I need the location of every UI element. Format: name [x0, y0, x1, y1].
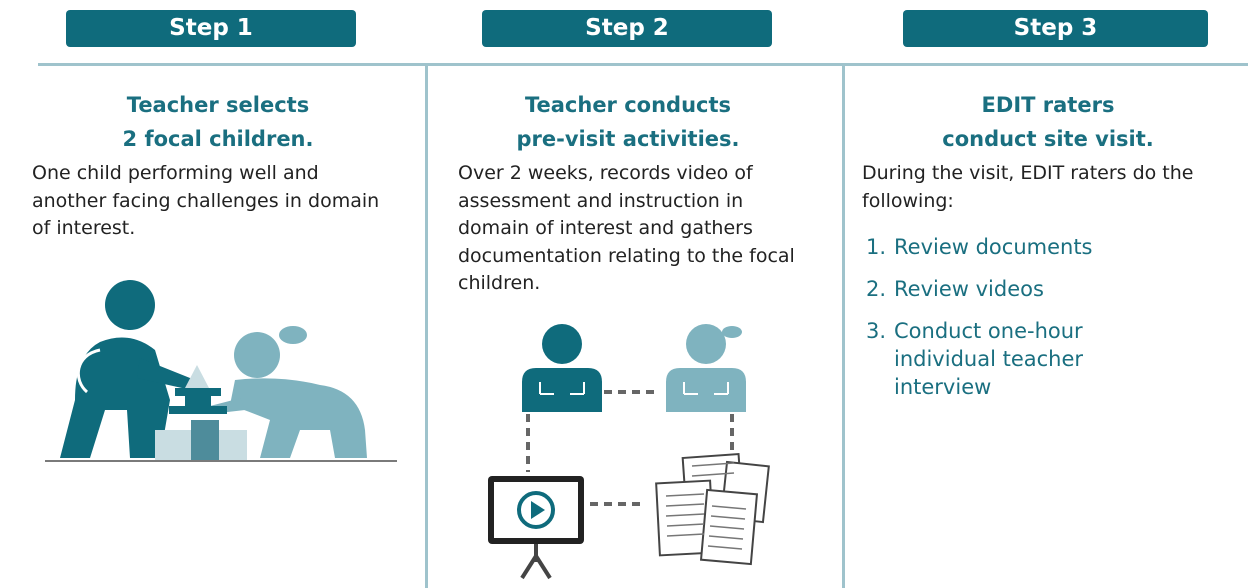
list-item-number: 2.	[866, 277, 887, 301]
column-divider-1	[425, 64, 428, 588]
site-visit-list: 1. Review documents 2. Review videos 3. Con…	[866, 233, 1244, 401]
step-2-column: Teacher conducts pre-visit activities. O…	[458, 88, 818, 298]
step-1-description: One child performing well and another fa…	[32, 162, 380, 239]
step-2-description: Over 2 weeks, records video of assessmen…	[458, 162, 795, 294]
list-item: 3. Conduct one-hour individual teacher in…	[866, 317, 1126, 401]
documents-icon	[590, 453, 770, 566]
list-item-text: Conduct one-hour individual teacher inte…	[894, 319, 1084, 399]
list-item: 2. Review videos	[866, 275, 1244, 303]
list-item: 1. Review documents	[866, 233, 1244, 261]
step-3-column: EDIT raters conduct site visit. During t…	[862, 88, 1244, 415]
children-playing-blocks-icon	[45, 280, 397, 462]
list-item-number: 3.	[866, 319, 887, 343]
step-1-heading: Teacher selects 2 focal children.	[28, 88, 408, 156]
teacher-student-icon	[522, 324, 746, 472]
step-3-tab: Step 3	[903, 10, 1208, 47]
step-2-tab: Step 2	[482, 10, 772, 47]
video-player-icon	[488, 476, 584, 580]
list-item-number: 1.	[866, 235, 887, 259]
column-divider-2	[842, 64, 845, 588]
step-1-heading-line-1: Teacher selects	[126, 93, 310, 117]
list-item-text: Review documents	[894, 235, 1093, 259]
step-3-heading: EDIT raters conduct site visit.	[858, 88, 1238, 156]
step-2-heading-line-1: Teacher conducts	[524, 93, 732, 117]
list-item-text: Review videos	[894, 277, 1044, 301]
step-1-heading-line-2: 2 focal children.	[122, 127, 314, 151]
step-3-heading-line-2: conduct site visit.	[942, 127, 1154, 151]
step-1-tab: Step 1	[66, 10, 356, 47]
step-2-heading-line-2: pre-visit activities.	[516, 127, 740, 151]
top-rule	[38, 63, 1248, 66]
step-1-column: Teacher selects 2 focal children. One ch…	[28, 88, 408, 243]
step-2-heading: Teacher conducts pre-visit activities.	[448, 88, 808, 156]
step-3-description: During the visit, EDIT raters do the fol…	[862, 162, 1194, 212]
step-3-heading-line-1: EDIT raters	[981, 93, 1115, 117]
